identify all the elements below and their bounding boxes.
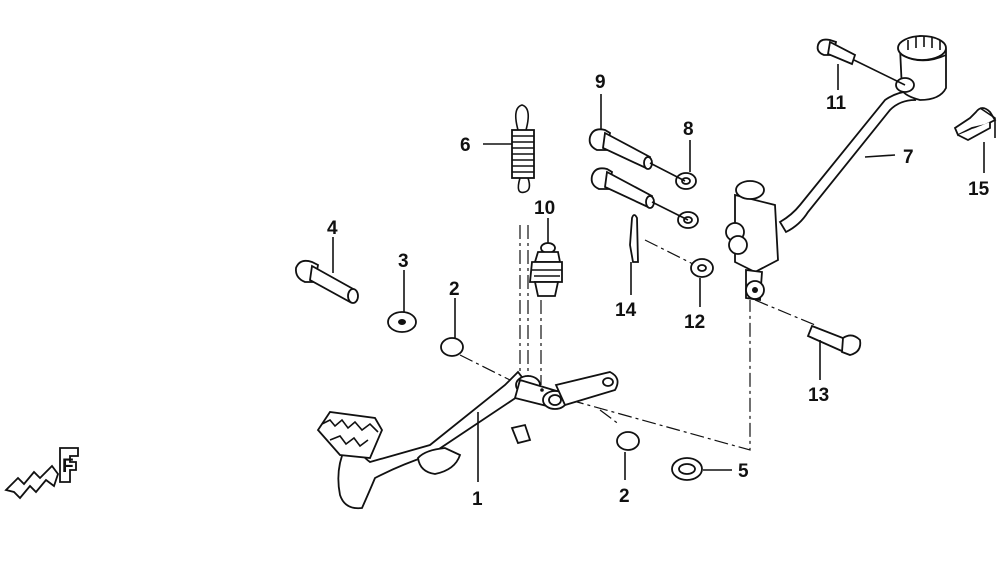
label-part-13: 13: [808, 385, 829, 406]
pivot-cap: [529, 242, 563, 297]
o-ring-upper: [440, 337, 464, 357]
label-part-11: 11: [826, 93, 847, 114]
leader-lines: [332, 64, 985, 482]
label-part-2b: 2: [619, 486, 630, 507]
label-part-14: 14: [615, 300, 637, 321]
label-part-5: 5: [738, 461, 749, 482]
return-spring: [511, 104, 535, 194]
label-part-15: 15: [968, 179, 990, 200]
label-part-1: 1: [472, 489, 483, 510]
direction-letter: F: [62, 456, 74, 477]
label-part-8: 8: [683, 119, 694, 140]
dust-seal: [671, 457, 703, 481]
washer-part-3: [387, 311, 417, 333]
reservoir-bolt: [816, 38, 906, 86]
label-part-4: 4: [327, 218, 338, 239]
joint-pin: [806, 324, 862, 356]
cotter-pin: [629, 214, 639, 263]
label-part-10: 10: [534, 198, 555, 219]
master-cylinder-assembly: [725, 35, 947, 302]
brake-pedal: [316, 370, 619, 510]
label-part-9: 9: [595, 72, 606, 93]
part-number-labels: 1 2 2 3 4 5 6 7 8 9 10 11 12 13 14 15: [327, 72, 990, 510]
label-part-7: 7: [903, 147, 914, 168]
label-part-12: 12: [684, 312, 705, 333]
mounting-bolts: [588, 128, 689, 221]
label-part-2a: 2: [449, 279, 460, 300]
hose-clamp: [953, 107, 997, 142]
o-ring-lower: [616, 431, 640, 451]
label-part-6: 6: [460, 135, 471, 156]
assembly-lines: [459, 225, 816, 451]
front-direction-marker: F: [4, 447, 79, 500]
pivot-bolt: [295, 259, 359, 304]
washer-part-12: [690, 258, 714, 278]
label-part-3: 3: [398, 251, 409, 272]
